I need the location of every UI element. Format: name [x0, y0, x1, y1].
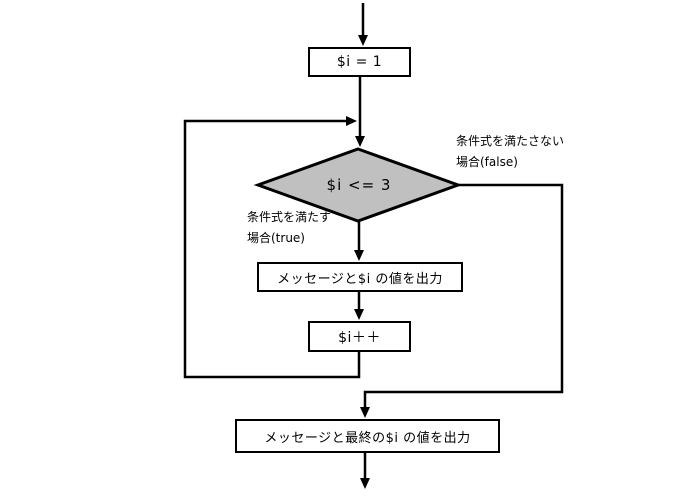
condition-label: $i <= 3	[326, 176, 392, 194]
false-branch-label: 条件式を満たさない 場合(false)	[456, 131, 564, 173]
false-branch-label-line2: 場合(false)	[456, 155, 518, 169]
false-branch-line	[363, 183, 564, 409]
arrowheads-group	[346, 35, 370, 489]
arrowhead-into-increment	[354, 309, 364, 320]
arrowhead-into-condition	[355, 136, 365, 147]
true-branch-label-line1: 条件式を満たす	[247, 210, 332, 224]
decision-diamond-shape	[253, 147, 463, 223]
final-output-box: メッセージと最終の$i の値を出力	[235, 419, 500, 453]
true-branch-label: 条件式を満たす 場合(true)	[247, 207, 331, 249]
arrowhead-into-output	[354, 250, 364, 261]
false-branch-label-line1: 条件式を満たさない	[456, 134, 565, 148]
loop-back-line	[183, 119, 361, 379]
arrowhead-loop-back	[346, 116, 357, 126]
increment-box: $i＋＋	[308, 321, 411, 352]
arrowhead-end	[360, 478, 370, 489]
init-box: $i = 1	[308, 47, 411, 77]
output-box: メッセージと$i の値を出力	[257, 262, 463, 292]
arrowhead-into-init	[358, 35, 368, 46]
arrowhead-into-final-output	[360, 407, 370, 418]
connector-lines-group	[183, 3, 564, 480]
true-branch-label-line2: 場合(true)	[247, 231, 305, 245]
